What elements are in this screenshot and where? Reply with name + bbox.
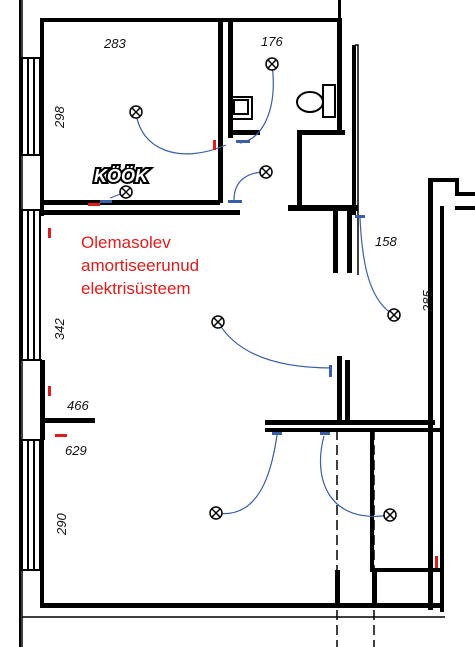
window-left-2 [21, 209, 41, 361]
switch-icon [48, 140, 438, 568]
note-line-1: Olemasolev [81, 233, 171, 252]
left-wall [19, 0, 42, 647]
dashed-lines [336, 430, 375, 647]
ceiling-light-icon [119, 57, 401, 522]
kitchen-label: KÖÖK [94, 166, 150, 186]
wires [109, 63, 395, 517]
dim-176: 176 [261, 34, 283, 49]
walls [40, 0, 475, 612]
dim-283: 283 [103, 36, 126, 51]
window-left-3 [21, 439, 41, 571]
dim-298: 298 [52, 106, 67, 129]
existing-system-note: Olemasolev amortiseerunud elektrisüsteem [81, 231, 199, 300]
dim-629: 629 [65, 443, 87, 458]
dim-290: 290 [54, 513, 69, 536]
window-left-1 [21, 57, 41, 156]
note-line-3: elektrisüsteem [81, 279, 191, 298]
note-line-2: amortiseerunud [81, 256, 200, 275]
dim-285: 285 [420, 290, 435, 313]
dim-466: 466 [67, 398, 89, 413]
toilet-icon [296, 84, 336, 118]
sink-icon [229, 96, 253, 120]
dim-158: 158 [375, 234, 397, 249]
dim-342: 342 [52, 318, 67, 340]
